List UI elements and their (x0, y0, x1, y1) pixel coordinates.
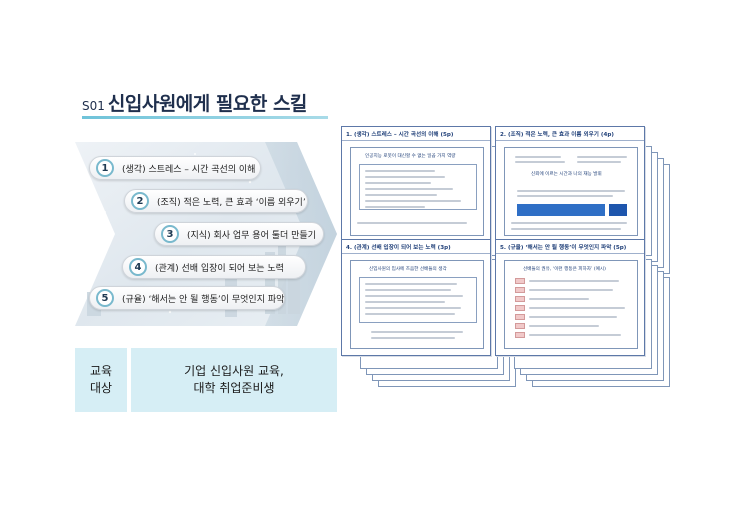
target-body: 기업 신입사원 교육, 대학 취업준비생 (131, 348, 337, 412)
step-number: 3 (161, 225, 179, 243)
target-body-line: 대학 취업준비생 (193, 381, 275, 395)
card-2: 2. (조직) 적은 노력, 큰 효과 이름 외우기 (4p) 신뢰에 이르는 … (495, 126, 645, 243)
card-subhead: 선배들의 권유, ‘이런 행동은 피하자’ (예시) (523, 267, 606, 272)
card-subhead: 신입사원의 입사에 즈음한 선배들의 생각 (369, 267, 447, 272)
step-label: (생각) 스트레스 – 시간 곡선의 이해 (122, 164, 256, 175)
step-label: (지식) 회사 업무 용어 툴더 만들기 (187, 230, 316, 241)
card-subhead: 신뢰에 이르는 시간과 나의 재능 발휘 (531, 172, 602, 177)
slide-number: S01 (82, 99, 105, 113)
card-4: 5. (규율) ‘해서는 안 될 행동’이 무엇인지 파악 (5p) 선배들의 … (495, 239, 645, 356)
card-content: 신입사원의 입사에 즈음한 선배들의 생각 (350, 260, 484, 349)
target-body-line: 기업 신입사원 교육, (184, 364, 284, 378)
step-item: 5 (규율) ‘해서는 안 될 행동’이 무엇인지 파악 (89, 286, 285, 310)
card-3: 4. (관계) 선배 입장이 되어 보는 노력 (3p) 신입사원의 입사에 즈… (341, 239, 491, 356)
step-number: 5 (96, 289, 114, 307)
card-content: 인공지능 로봇이 대신할 수 없는 일곱 가지 역량 (350, 147, 484, 236)
title-underline (82, 116, 328, 119)
card-title: 4. (관계) 선배 입장이 되어 보는 노력 (3p) (342, 240, 490, 254)
step-item: 1 (생각) 스트레스 – 시간 곡선의 이해 (89, 156, 261, 180)
card-subhead: 인공지능 로봇이 대신할 수 없는 일곱 가지 역량 (365, 154, 456, 159)
step-label: (관계) 선배 입장이 되어 보는 노력 (155, 263, 284, 274)
card-title: 2. (조직) 적은 노력, 큰 효과 이름 외우기 (4p) (496, 127, 644, 141)
step-number: 1 (96, 159, 114, 177)
step-number: 4 (129, 258, 147, 276)
step-item: 4 (관계) 선배 입장이 되어 보는 노력 (122, 255, 306, 279)
target-header-line: 교육 (89, 364, 113, 378)
card-title: 5. (규율) ‘해서는 안 될 행동’이 무엇인지 파악 (5p) (496, 240, 644, 254)
card-1: 1. (생각) 스트레스 – 시간 곡선의 이해 (5p) 인공지능 로봇이 대… (341, 126, 491, 243)
target-header: 교육 대상 (75, 348, 127, 412)
slide-heading: 신입사원에게 필요한 스킬 (107, 93, 308, 115)
step-label: (규율) ‘해서는 안 될 행동’이 무엇인지 파악 (122, 294, 285, 305)
card-title: 1. (생각) 스트레스 – 시간 곡선의 이해 (5p) (342, 127, 490, 141)
step-item: 3 (지식) 회사 업무 용어 툴더 만들기 (154, 222, 324, 246)
step-label: (조직) 적은 노력, 큰 효과 ‘이름 외우기’ (157, 197, 306, 208)
step-item: 2 (조직) 적은 노력, 큰 효과 ‘이름 외우기’ (124, 189, 308, 213)
step-number: 2 (131, 192, 149, 210)
card-content: 선배들의 권유, ‘이런 행동은 피하자’ (예시) (504, 260, 638, 349)
target-header-line: 대상 (89, 381, 113, 395)
card-content: 신뢰에 이르는 시간과 나의 재능 발휘 (504, 147, 638, 236)
